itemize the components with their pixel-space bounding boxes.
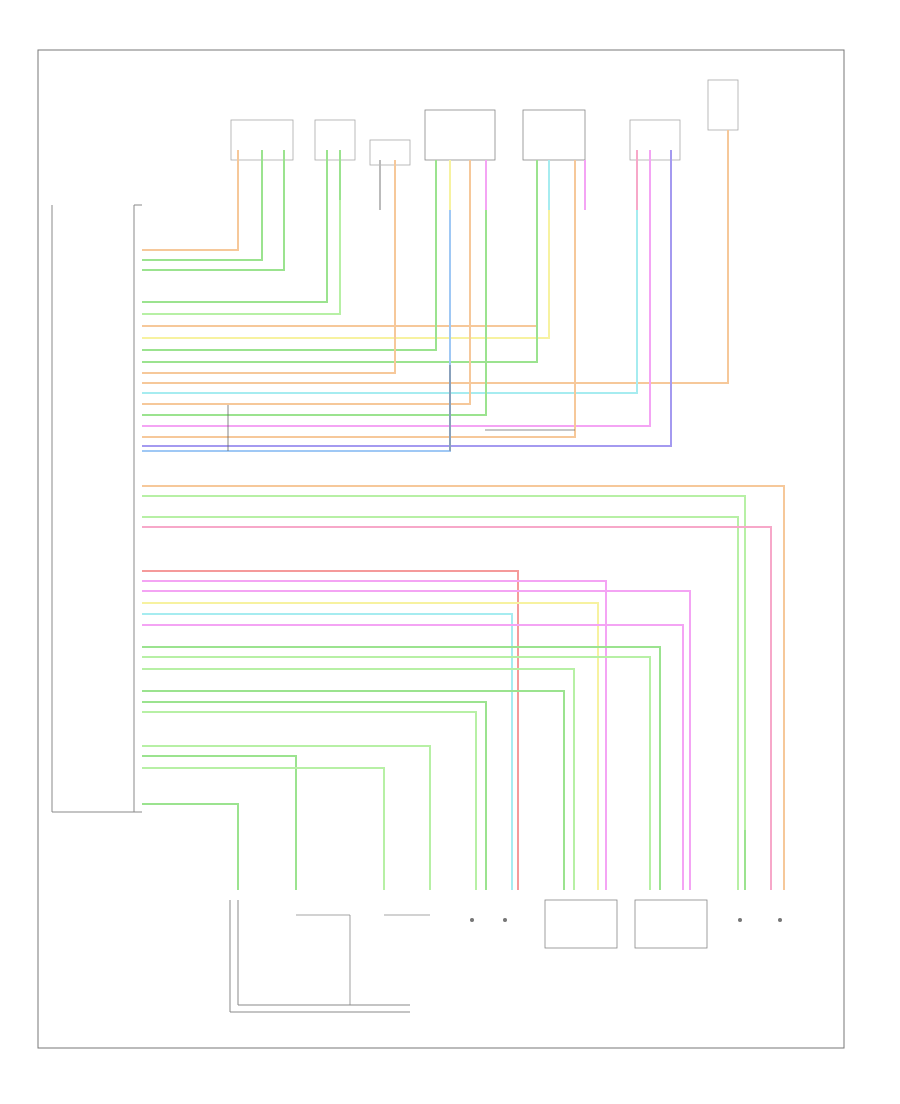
bottom-component-motor-2 bbox=[544, 899, 618, 949]
upper-wires bbox=[142, 200, 729, 452]
top-component-7 bbox=[707, 79, 739, 210]
top-component-5 bbox=[522, 109, 586, 210]
bottom-component-motor-1 bbox=[470, 918, 507, 922]
bottom-component-motor-3 bbox=[634, 899, 708, 949]
top-component-6 bbox=[629, 119, 681, 210]
top-component-4 bbox=[424, 109, 496, 210]
bottom-component-switch-assembly bbox=[229, 900, 430, 1013]
mid-wires bbox=[142, 485, 785, 850]
top-component-1 bbox=[230, 119, 294, 200]
bottom-component-motor-4 bbox=[738, 918, 782, 922]
top-component-3 bbox=[369, 139, 411, 210]
top-component-2 bbox=[314, 119, 356, 200]
front-seat-module bbox=[51, 204, 142, 813]
diagram-frame bbox=[37, 49, 845, 1049]
lower-wire-stubs bbox=[237, 830, 785, 890]
